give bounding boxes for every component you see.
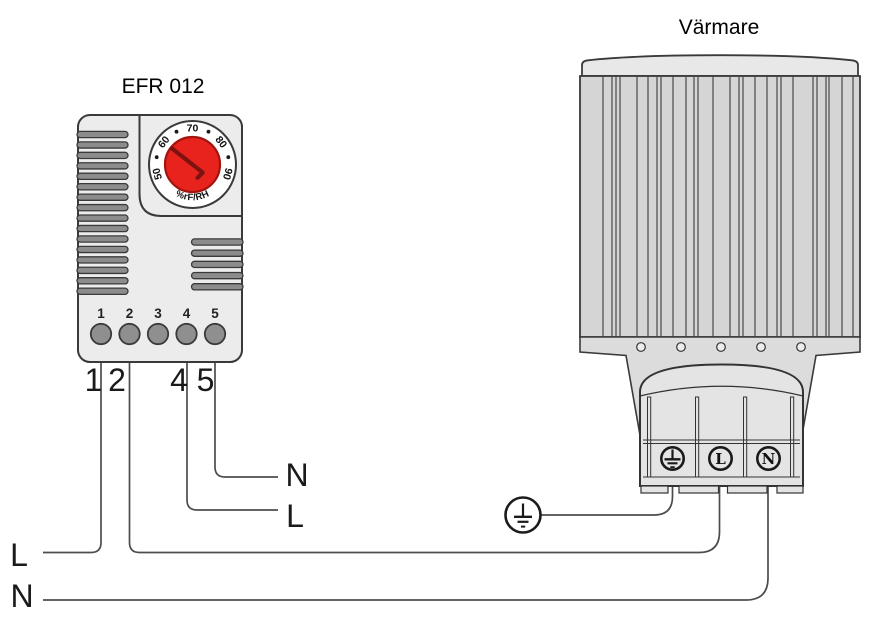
louver-slot (76, 245, 129, 254)
louver-slot (190, 260, 244, 269)
dial-scale-label-90: 90 (220, 167, 235, 182)
svg-text:%rF/RH: %rF/RH (174, 188, 211, 203)
foot (678, 485, 720, 494)
heater-earth-terminal (659, 445, 685, 471)
heater-neutral-letter: N (762, 450, 776, 468)
heater-feet (640, 485, 804, 494)
earth-icon (664, 449, 681, 469)
terminal-circle-3 (146, 322, 170, 346)
wire-number-5: 5 (197, 362, 215, 398)
terminal-post (695, 396, 700, 478)
terminal-circle-1 (89, 322, 113, 346)
wire-mains-live-to-terminal1 (43, 362, 102, 554)
louver-slot (76, 151, 129, 160)
dial: 50 60 70 80 90 %rF/RH (148, 120, 237, 209)
heater-title: Värmare (679, 16, 760, 39)
protective-earth-icon (504, 496, 542, 534)
heater: L N (579, 54, 861, 494)
louver-slot (76, 214, 129, 222)
wire-heater-earth (541, 486, 674, 516)
screw-hole (676, 342, 686, 352)
louver-slot (76, 203, 129, 212)
terminal-number-3: 3 (154, 306, 162, 321)
terminal-number-5: 5 (211, 306, 219, 321)
mains-live-label: L (10, 537, 28, 573)
foot (726, 485, 768, 494)
louver-slot (190, 283, 244, 291)
louvers-right (190, 238, 244, 291)
dial-unit-label: %rF/RH (174, 188, 211, 203)
louver-slot (76, 193, 129, 201)
heater-screws (636, 342, 806, 352)
terminal-circle-2 (118, 322, 141, 346)
louver-slot (190, 271, 244, 280)
louver-slot (76, 224, 129, 233)
louver-slot (76, 277, 129, 285)
efr-device: 50 60 70 80 90 %rF/RH 1 2 3 4 5 (76, 114, 244, 363)
efr-title: EFR 012 (122, 75, 205, 98)
mains-neutral-label: N (10, 578, 33, 614)
screw-hole (796, 342, 806, 352)
screw-hole (636, 342, 646, 352)
dial-scale-dots (154, 129, 231, 160)
heater-live-letter: L (715, 450, 726, 468)
screw-hole (716, 342, 726, 352)
louver-slot (190, 249, 244, 257)
dial-pointer (169, 146, 205, 180)
heater-neutral-terminal: N (755, 445, 781, 471)
wire-terminal5-neutral-out (214, 362, 278, 478)
wire-number-1: 1 (85, 362, 103, 398)
efr-terminals: 1 2 3 4 5 (89, 306, 227, 346)
wires (43, 362, 769, 601)
terminal-circle-5 (203, 322, 227, 346)
terminal-number-4: 4 (183, 306, 191, 321)
foot (640, 485, 669, 494)
dial-scale-label-50: 50 (150, 166, 165, 181)
terminal-circle-4 (175, 322, 198, 346)
wire-number-4: 4 (170, 362, 188, 398)
dial-panel (138, 116, 241, 217)
heater-cap (581, 54, 859, 77)
louver-slot (76, 256, 129, 264)
heater-fins (602, 77, 854, 336)
dial-scale-label-70: 70 (187, 123, 199, 135)
output-neutral-label: N (285, 457, 308, 493)
output-live-label: L (286, 498, 304, 534)
louver-slot (76, 182, 129, 191)
screw-hole (756, 342, 766, 352)
terminal-post (743, 396, 748, 478)
louver-slot (76, 287, 129, 295)
wire-terminal2-to-heater-live (128, 362, 721, 554)
louver-slot (76, 172, 129, 181)
louvers-left (76, 130, 129, 295)
louver-slot (76, 130, 129, 139)
louver-slot (190, 238, 244, 246)
terminal-number-2: 2 (126, 306, 134, 321)
wire-mains-neutral-to-heater (43, 486, 769, 601)
wire-terminal4-live-out (186, 362, 278, 511)
foot (776, 485, 804, 494)
heater-live-terminal: L (707, 445, 733, 471)
louver-slot (76, 235, 129, 243)
louver-slot (76, 141, 129, 149)
heater-terminal-box: L N (639, 363, 804, 494)
wire-number-2: 2 (108, 362, 126, 398)
terminal-post (790, 396, 795, 478)
terminal-number-1: 1 (97, 306, 105, 321)
terminal-post (647, 396, 652, 478)
louver-slot (76, 266, 129, 275)
louver-slot (76, 162, 129, 170)
heater-fin-body (579, 75, 861, 338)
